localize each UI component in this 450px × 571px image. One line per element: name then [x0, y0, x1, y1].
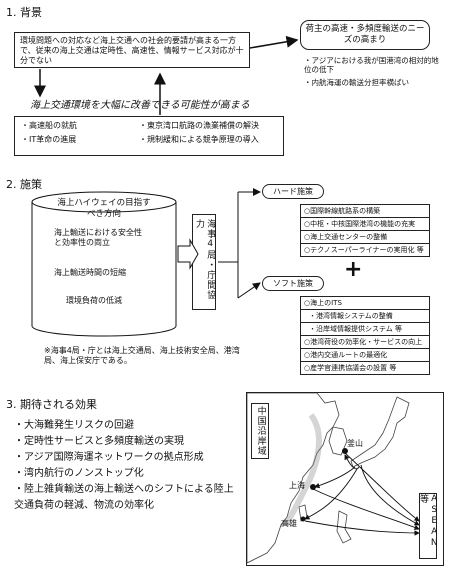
mainland-shape	[246, 392, 340, 564]
hard-item: ○海上交通センターの整備	[301, 231, 429, 244]
route-line	[344, 452, 420, 522]
factors-box: ・高速船の就航 ・東京湾口航路の漁業補償の解決 ・IT革命の進展 ・規制緩和によ…	[14, 116, 284, 156]
section1-arrows	[34, 35, 299, 115]
plus-sign: +	[344, 257, 363, 282]
soft-item: ○港内交通ルートの最適化	[301, 349, 429, 362]
highway-item: 海上輸送時間の短縮	[54, 268, 126, 277]
demand-item: ・アジアにおける我が国港湾の相対的地位の低下	[304, 56, 439, 75]
possibility-text: 海上交通環境を大幅に改善できる可能性が高まる	[30, 100, 250, 111]
soft-item: ・沿岸域情報提供システム 等	[301, 323, 429, 336]
hard-list: ○国際幹線航路系の構築 ○中枢・中核国際港湾の機能の充実 ○海上交通センターの整…	[300, 204, 430, 257]
route-map-drawing	[246, 392, 420, 564]
route-line	[304, 468, 358, 520]
kaohsiung-label: 高雄	[281, 519, 297, 528]
issue-box: 環境問題への対応など海上交通への社会的要請が高まる一方で、従来の海上交通は定時性…	[14, 32, 250, 68]
route-line	[304, 520, 420, 536]
arrow-to-soft	[237, 282, 261, 299]
effect-item: ・湾内航行のノンストップ化	[14, 468, 144, 479]
effect-item: ・陸上雑貨輸送の海上輸送へのシフトによる陸上交通負荷の軽減、物流の効率化	[14, 484, 234, 511]
section3-title: 3. 期待される効果	[6, 398, 97, 411]
factor-item: ・規制緩和による競争原理の導入	[139, 135, 259, 144]
korea-shape	[328, 426, 348, 456]
highway-item: 海上輸送における安全性と効率性の両立	[54, 228, 142, 247]
demand-item: ・内航海運の輸送分担率横ばい	[304, 77, 409, 87]
demand-box: 荷主の高速・多頻度輸送のニーズの高まり	[300, 20, 430, 50]
section2-title: 2. 施策	[6, 178, 42, 191]
china-coast-label: 中国沿岸域	[251, 403, 269, 459]
busan-port	[342, 448, 348, 454]
section2-arrows	[177, 188, 261, 299]
section1-title: 1. 背景	[6, 6, 42, 19]
arrow-to-demand	[249, 35, 299, 49]
highway-title: 海上ハイウェイの目指すべき方向	[57, 198, 151, 219]
soft-item: ○海上のITS	[301, 297, 429, 310]
kaohsiung-port	[300, 516, 306, 522]
asean-label: ASEAN等	[418, 493, 439, 559]
highway-item: 環境負荷の低減	[66, 296, 122, 305]
route-line	[344, 454, 360, 470]
soft-title: ソフト施策	[262, 276, 324, 291]
factor-item: ・東京湾口航路の漁業補償の解決	[139, 121, 259, 130]
coop-box: 海事4局・庁間協力	[192, 214, 216, 310]
effects-list: ・大海難発生リスクの回避 ・定時性サービスと多頻度輸送の実現 ・アジア国際海運ネ…	[14, 418, 242, 514]
hard-item: ○中枢・中核国際港湾の機能の充実	[301, 218, 429, 231]
hard-title: ハード施策	[262, 184, 324, 199]
effect-item: ・大海難発生リスクの回避	[14, 420, 134, 431]
busan-label: 釜山	[347, 439, 363, 448]
soft-item: ・港湾情報システムの整備	[301, 310, 429, 323]
coop-note: ※海事4局・庁とは海上交通局、海上技術安全局、港湾局、海上保安庁である。	[44, 346, 240, 365]
issue-text: 環境問題への対応など海上交通への社会的要請が高まる一方で、従来の海上交通は定時性…	[20, 36, 244, 65]
soft-item: ○港湾荷役の効率化・サービスの向上	[301, 336, 429, 349]
demand-items: ・アジアにおける我が国港湾の相対的地位の低下 ・内航海運の輸送分担率横ばい	[304, 56, 444, 87]
route-line	[360, 464, 420, 526]
factor-item: ・IT革命の進展	[21, 135, 77, 144]
route-map: 中国沿岸域 ASEAN等 上海 釜山 高雄	[246, 392, 444, 566]
highway-cylinder	[31, 191, 177, 337]
hard-item: ○テクノスーパーライナーの実用化 等	[304, 246, 424, 254]
effect-item: ・定時性サービスと多頻度輸送の実現	[14, 436, 184, 447]
route-line	[312, 488, 420, 530]
hard-item: ○国際幹線航路系の構築	[301, 205, 429, 218]
effect-item: ・アジア国際海運ネットワークの拠点形成	[14, 452, 204, 463]
china-coast-zone	[282, 413, 322, 527]
soft-list: ○海上のITS ・港湾情報システムの整備 ・沿岸域情報提供システム 等 ○港湾荷…	[300, 296, 430, 375]
shanghai-label: 上海	[289, 481, 305, 490]
demand-title: 荷主の高速・多頻度輸送のニーズの高まり	[305, 24, 425, 45]
route-line	[314, 466, 356, 489]
big-arrow	[177, 238, 199, 270]
soft-item: ○産学官連携協議会の設置 等	[304, 364, 397, 372]
japan-shape	[350, 396, 410, 468]
factor-item: ・高速船の就航	[21, 121, 77, 130]
